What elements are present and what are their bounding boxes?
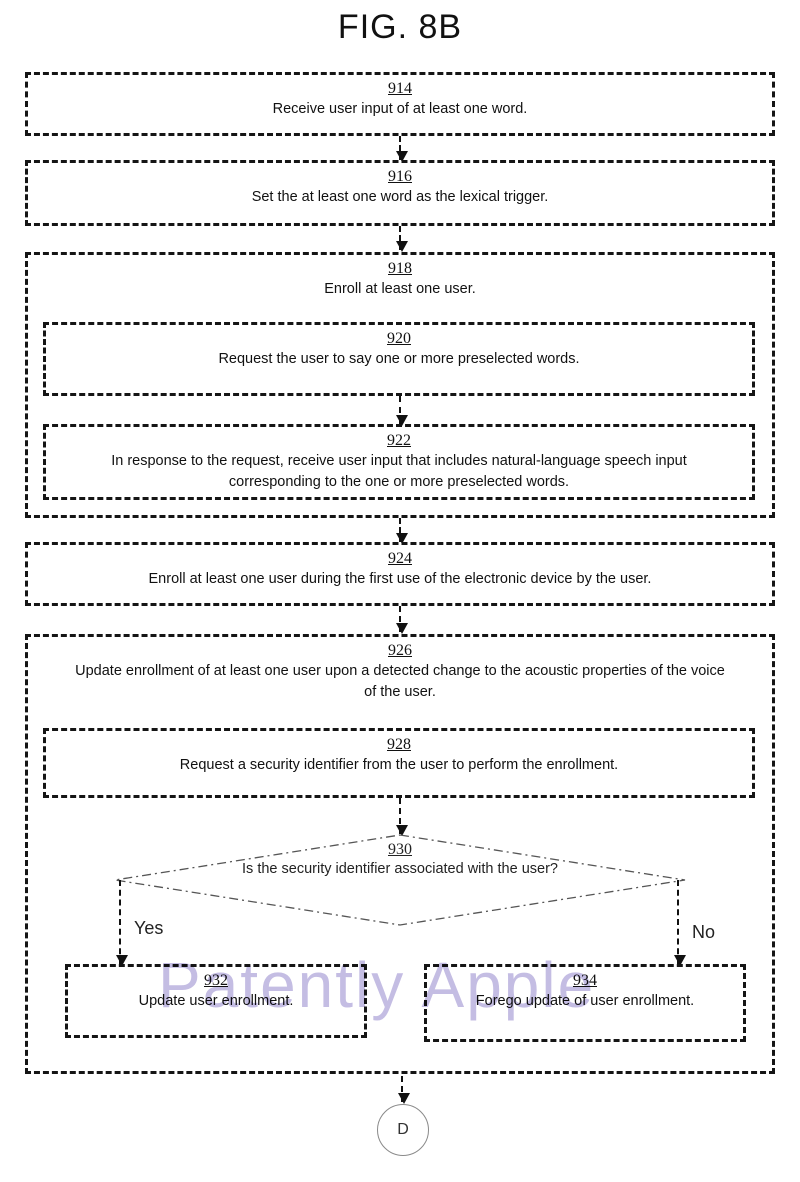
arrowhead-icon (398, 1093, 410, 1104)
step-928-box: 928 Request a security identifier from t… (43, 728, 755, 798)
arrow-yes-branch (119, 880, 121, 964)
step-926-number: 926 (28, 642, 772, 660)
step-916-box: 916 Set the at least one word as the lex… (25, 160, 775, 226)
no-label: No (692, 922, 715, 943)
arrow-down-928-930 (399, 798, 401, 834)
arrow-down-926-terminal (401, 1076, 403, 1102)
step-920-box: 920 Request the user to say one or more … (43, 322, 755, 396)
step-914-number: 914 (28, 80, 772, 98)
step-924-box: 924 Enroll at least one user during the … (25, 542, 775, 606)
terminal-connector-label: D (397, 1121, 409, 1139)
step-932-number: 932 (68, 972, 364, 990)
step-920-text: Request the user to say one or more pres… (69, 349, 729, 370)
step-918-number: 918 (28, 260, 772, 278)
arrow-down-914-916 (399, 136, 401, 160)
terminal-connector-d: D (377, 1104, 429, 1156)
arrow-down-916-918 (399, 226, 401, 250)
step-934-box: 934 Forego update of user enrollment. (424, 964, 746, 1042)
arrowhead-icon (396, 241, 408, 252)
step-928-number: 928 (46, 736, 752, 754)
step-934-number: 934 (427, 972, 743, 990)
step-914-box: 914 Receive user input of at least one w… (25, 72, 775, 136)
arrow-down-918-924 (399, 518, 401, 542)
step-918-text: Enroll at least one user. (50, 279, 750, 300)
step-934-text: Forego update of user enrollment. (435, 991, 735, 1012)
step-928-text: Request a security identifier from the u… (69, 755, 729, 776)
step-924-text: Enroll at least one user during the firs… (50, 569, 750, 590)
arrow-down-924-926 (399, 606, 401, 632)
step-932-box: 932 Update user enrollment. (65, 964, 367, 1038)
arrow-down-920-922 (399, 396, 401, 424)
step-914-text: Receive user input of at least one word. (50, 99, 750, 120)
step-922-box: 922 In response to the request, receive … (43, 424, 755, 500)
step-932-text: Update user enrollment. (76, 991, 356, 1012)
step-930-text: Is the security identifier associated wi… (113, 861, 687, 877)
figure-title: FIG. 8B (0, 8, 800, 47)
decision-930-content: 930 Is the security identifier associate… (113, 841, 687, 877)
arrowhead-icon (396, 623, 408, 634)
step-930-number: 930 (113, 841, 687, 859)
step-924-number: 924 (28, 550, 772, 568)
arrow-no-branch (677, 880, 679, 964)
step-916-text: Set the at least one word as the lexical… (50, 187, 750, 208)
step-922-number: 922 (46, 432, 752, 450)
yes-label: Yes (134, 918, 163, 939)
step-926-text: Update enrollment of at least one user u… (70, 661, 730, 703)
step-922-text: In response to the request, receive user… (74, 451, 724, 493)
step-920-number: 920 (46, 330, 752, 348)
step-916-number: 916 (28, 168, 772, 186)
